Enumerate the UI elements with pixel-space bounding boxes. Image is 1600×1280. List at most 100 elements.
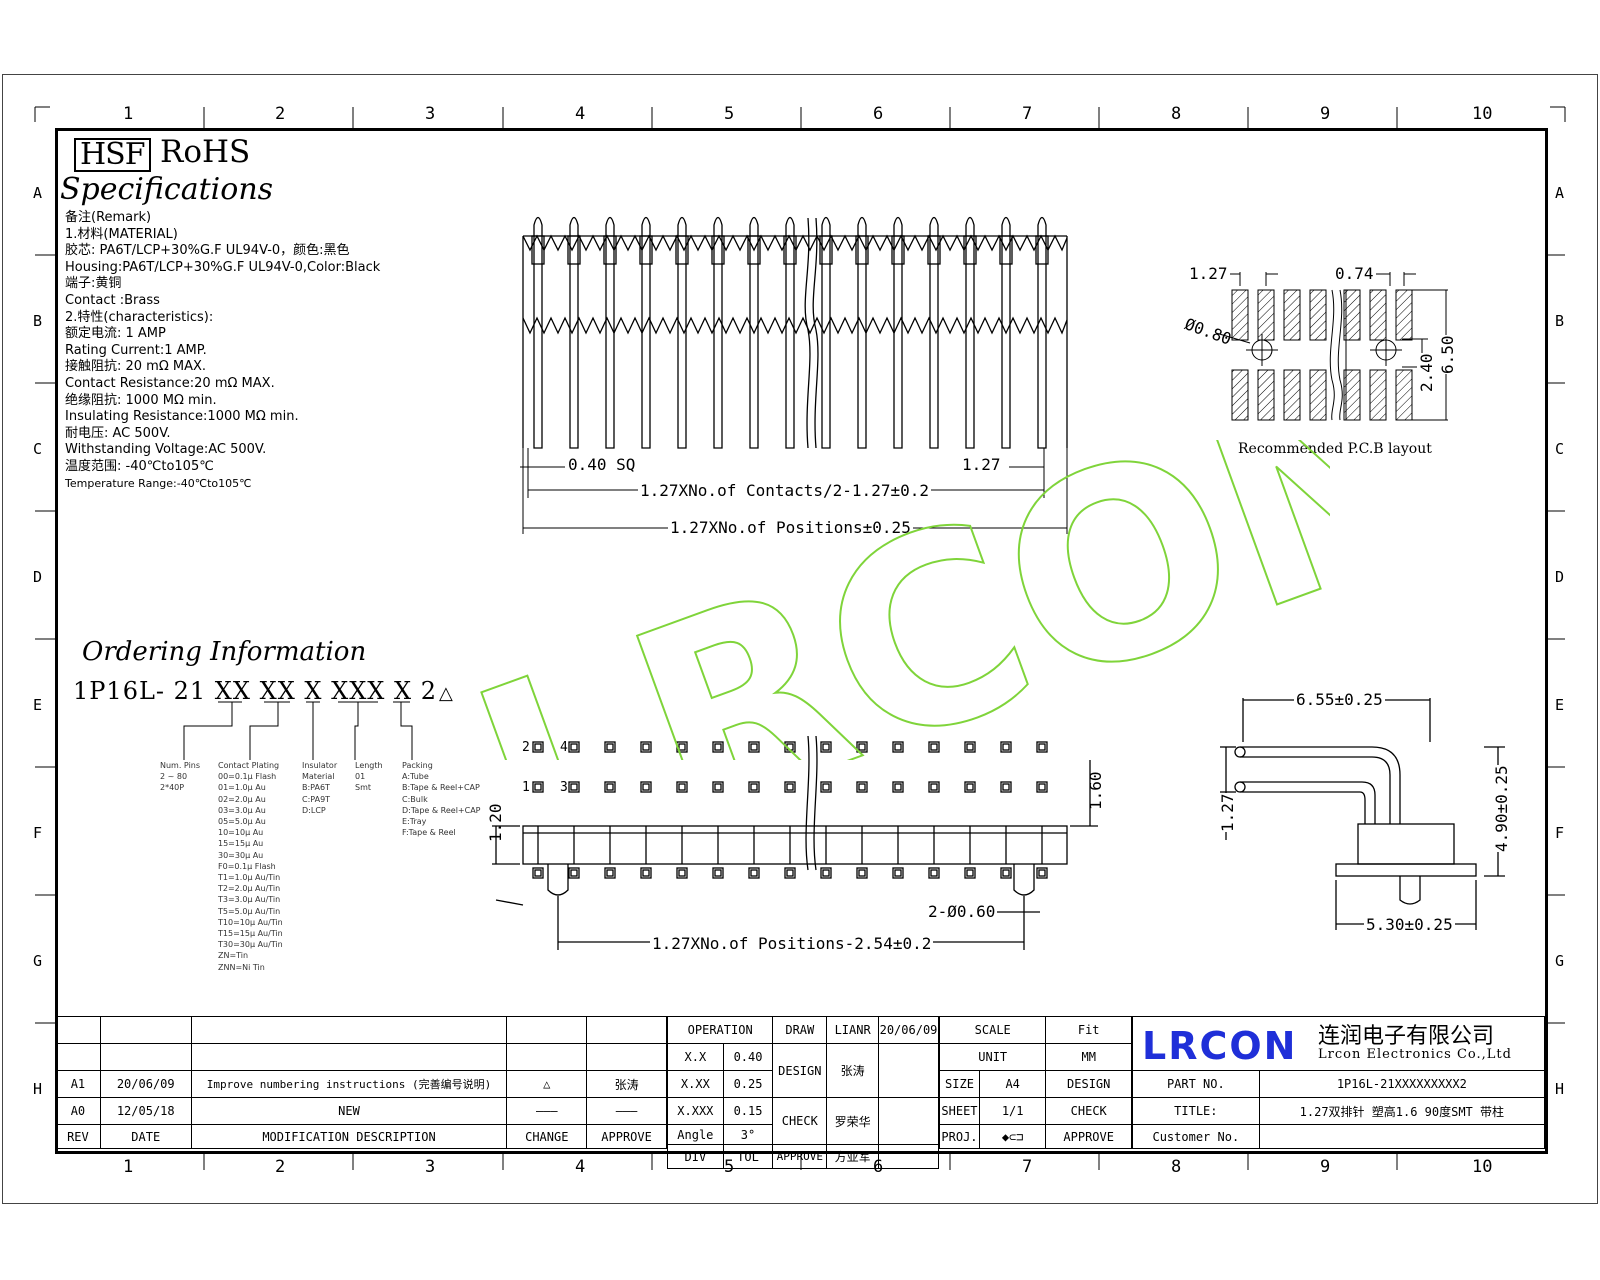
pin-front-view — [532, 781, 544, 793]
pin-front-inner — [606, 869, 614, 877]
pin-front-view — [1000, 781, 1012, 793]
pin-front-inner — [678, 743, 686, 751]
option-line: Length — [355, 761, 383, 770]
scale-label: SCALE — [938, 1016, 1047, 1044]
option-line: 15=15μ Au — [218, 839, 264, 849]
zone-row-label: E — [1555, 696, 1565, 714]
zone-row-label: G — [33, 952, 43, 970]
zone-column-label: 9 — [1320, 104, 1331, 124]
option-line: Insulator — [302, 761, 338, 770]
pin-front-view — [568, 867, 580, 879]
rev-empty-cell — [586, 1043, 667, 1071]
option-line: 02=2.0μ Au — [218, 794, 266, 804]
pin-front-view — [964, 741, 976, 753]
div-label: DIV — [667, 1144, 724, 1169]
pin-front-view — [892, 781, 904, 793]
remark-line: 2.特性(characteristics): — [65, 309, 214, 325]
pin-top-view — [677, 216, 687, 449]
draw-name: LIANR — [826, 1016, 879, 1044]
peg-formula-dim: 1.27XNo.of Positions-2.54±0.2 — [650, 934, 934, 953]
zone-row-label: G — [1555, 952, 1565, 970]
zone-row-label: F — [33, 824, 43, 842]
company-name-cn: 连润电子有限公司 — [1318, 1024, 1495, 1049]
pin-front-view — [1000, 867, 1012, 879]
pin-front-view — [712, 781, 724, 793]
pin-front-inner — [1038, 743, 1046, 751]
customer-label: Customer No. — [1132, 1124, 1260, 1149]
pin-shoulder — [927, 235, 941, 265]
option-line: 10=10μ Au — [218, 828, 264, 838]
tol-val: 0.25 — [722, 1070, 774, 1098]
zone-row-label: D — [33, 568, 43, 586]
tol-key: Angle — [667, 1124, 724, 1145]
pin-top-view — [641, 216, 651, 449]
pin-front-inner — [930, 783, 938, 791]
rev-header: APPROVE — [586, 1124, 667, 1149]
pin-front-inner — [822, 869, 830, 877]
pcb-pad — [1369, 289, 1387, 341]
option-num-pins: Num. Pins 2 ~ 80 2*40P — [160, 760, 200, 794]
pin-shoulder — [567, 235, 581, 265]
zone-column-label: 1 — [123, 104, 134, 124]
pcb-pitch-dim: 1.27 — [1187, 264, 1230, 283]
side-height-dim: 4.90±0.25 — [1492, 765, 1511, 852]
remarks-list: 备注(Remark) 1.材料(MATERIAL) 胶芯: PA6T/LCP+3… — [65, 210, 380, 492]
option-plating: Contact Plating 00=0.1μ Flash 01=1.0μ Au… — [218, 760, 283, 973]
remark-line: 端子:黄铜 — [65, 276, 122, 292]
tol-val: 0.40 — [722, 1043, 774, 1071]
zone-column-label: 8 — [1171, 104, 1182, 124]
zone-column-label: 7 — [1022, 1157, 1033, 1177]
pin-front-view — [640, 781, 652, 793]
zone-row-label: B — [33, 312, 43, 330]
pin-front-view — [856, 781, 868, 793]
scale-value: Fit — [1045, 1016, 1132, 1044]
pin-front-view — [676, 741, 688, 753]
pin-label-1: 1 — [522, 780, 530, 795]
sheet-label: SHEET — [939, 1097, 980, 1125]
pin-front-inner — [714, 783, 722, 791]
zone-row-label: C — [1555, 440, 1565, 458]
approve2-label: APPROVE — [1045, 1124, 1132, 1149]
pin-shoulder — [603, 235, 617, 265]
pcb-caption: Recommended P.C.B layout — [1238, 441, 1432, 457]
pin-front-view — [856, 867, 868, 879]
pin-shoulder — [783, 235, 797, 265]
pin-top-view — [605, 216, 615, 449]
option-length: Length 01 Smt — [355, 760, 383, 794]
draw-label: DRAW — [772, 1016, 828, 1044]
rev-empty-cell — [506, 1043, 588, 1071]
option-line: B:PA6T — [302, 783, 330, 793]
rev-desc: Improve numbering instructions (完善编号说明) — [190, 1070, 508, 1098]
pcb-pad — [1309, 289, 1327, 341]
pin-front-inner — [714, 743, 722, 751]
rev-empty-cell — [586, 1016, 667, 1044]
pin-front-inner — [570, 743, 578, 751]
pin-shoulder — [711, 235, 725, 265]
option-line: B:Tape & Reel+CAP — [402, 783, 480, 793]
pin-front-inner — [750, 743, 758, 751]
remark-line: 耐电压: AC 500V. — [65, 425, 171, 441]
pin-front-inner — [714, 869, 722, 877]
pin-shoulder — [819, 235, 833, 265]
pin-front-inner — [750, 869, 758, 877]
zone-column-label: 4 — [575, 104, 586, 124]
remark-line: Insulating Resistance:1000 MΩ min. — [65, 409, 299, 425]
tol-label: TOL — [722, 1144, 774, 1169]
remark-line: 1.材料(MATERIAL) — [65, 226, 178, 242]
remark-line: Contact :Brass — [65, 292, 160, 308]
pin-top-view — [1037, 216, 1047, 449]
zone-row-label: D — [1555, 568, 1565, 586]
title-value: 1.27双排针 塑高1.6 90度SMT 带柱 — [1258, 1097, 1546, 1125]
pcb-pad — [1283, 369, 1301, 421]
pin-top-view — [785, 216, 795, 449]
pin-shoulder — [891, 235, 905, 265]
option-line: 2 ~ 80 — [160, 772, 188, 782]
pin-front-inner — [786, 743, 794, 751]
operation-label: OPERATION — [666, 1016, 774, 1044]
option-line: C:Bulk — [402, 794, 428, 804]
remark-line: Contact Resistance:20 mΩ MAX. — [65, 375, 275, 391]
pin-front-view — [712, 741, 724, 753]
rev-header: MODIFICATION DESCRIPTION — [190, 1124, 508, 1149]
pin-front-view — [532, 741, 544, 753]
